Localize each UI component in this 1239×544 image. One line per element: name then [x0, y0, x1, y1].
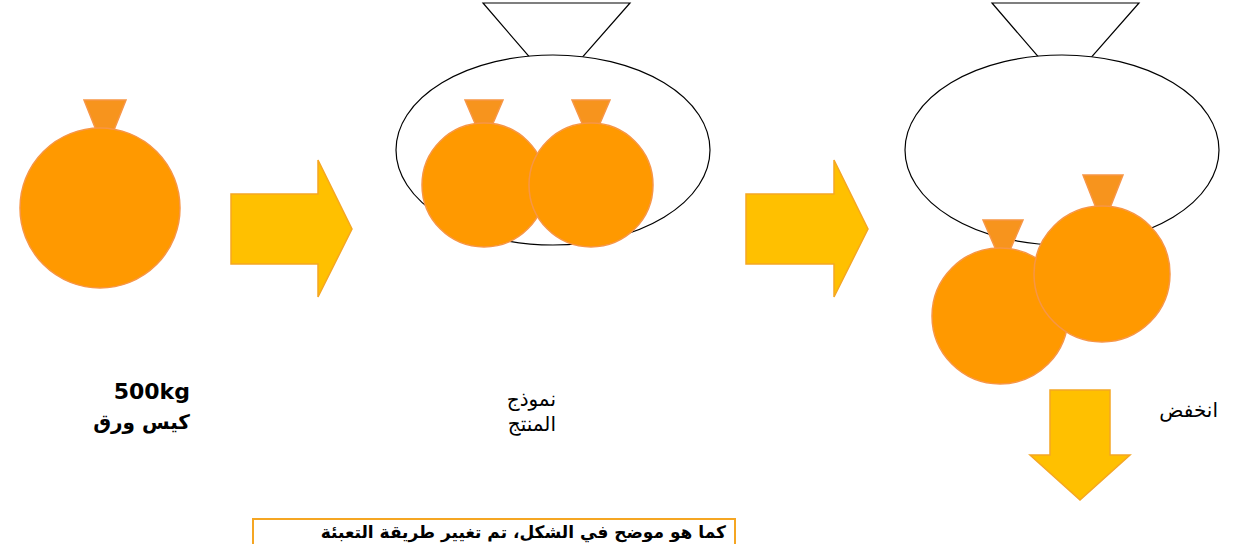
paper-bag [1034, 206, 1170, 342]
down-arrow [1030, 390, 1130, 500]
bag-knot [1083, 175, 1123, 208]
paper-bag [422, 123, 546, 247]
big-bag-knot [992, 3, 1139, 60]
block-arrow [231, 160, 352, 297]
paper-bag [529, 123, 653, 247]
note-box: كما هو موضح في الشكل، تم تغيير طريقة الت… [252, 518, 736, 544]
product-model-group: نموذج المنتج [396, 0, 710, 450]
paper-bag [20, 128, 180, 288]
node-text: كما هو موضح في الشكل، تم تغيير طريقة الت… [262, 522, 726, 543]
node-text: نموذج المنتج [486, 387, 556, 437]
big-bag-knot [483, 3, 630, 60]
block-arrow [746, 160, 868, 297]
paper-bag-group: 500kg كيس ورق [20, 100, 190, 440]
bag-knot [983, 220, 1023, 250]
change-label: انخفض [1138, 398, 1218, 423]
node-text: كيس ورق [40, 410, 190, 435]
node-text: 500kg [100, 378, 190, 406]
big-bag [905, 55, 1219, 245]
